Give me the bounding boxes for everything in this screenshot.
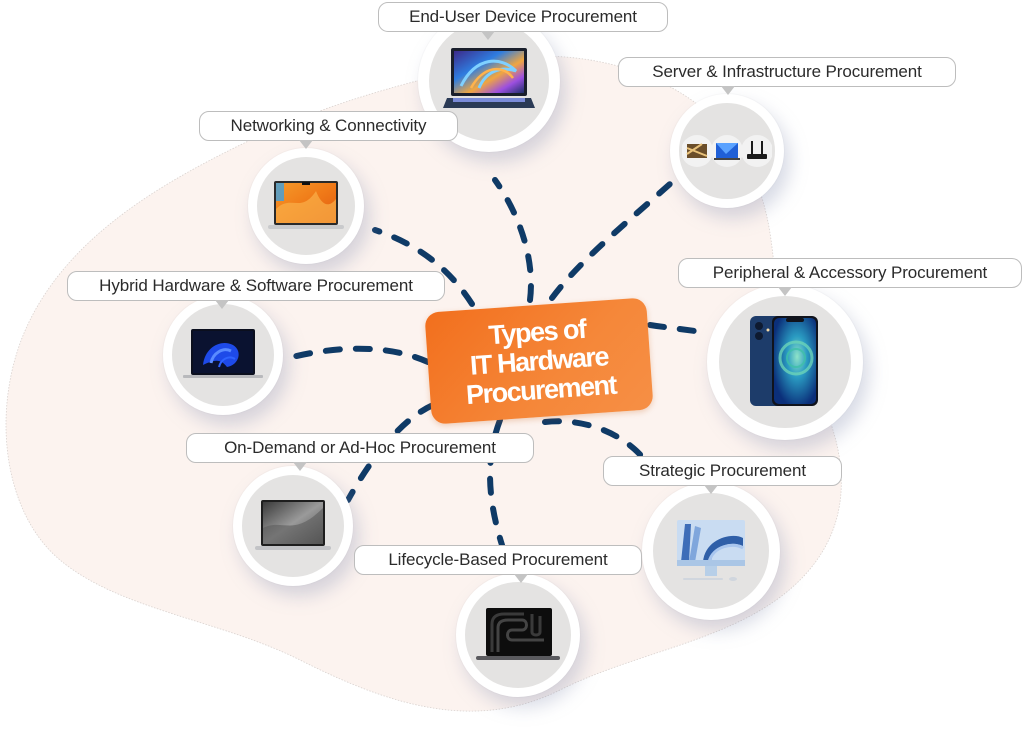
smartphone-icon — [750, 316, 818, 406]
connector-hybrid — [285, 345, 431, 365]
label-networking: Networking & Connectivity — [199, 111, 458, 149]
center-title-box: Types of IT Hardware Procurement — [424, 297, 654, 425]
label-peripheral: Peripheral & Accessory Procurement — [678, 258, 1022, 296]
node-networking — [248, 148, 364, 264]
node-on-demand — [233, 466, 353, 586]
laptop-orange-wallpaper-icon — [268, 181, 344, 229]
node-peripheral — [707, 284, 863, 440]
label-strategic-text: Strategic Procurement — [638, 461, 807, 480]
label-pointer — [704, 485, 718, 494]
server-devices-router-icon — [682, 135, 772, 167]
label-pointer — [293, 462, 307, 471]
label-on-demand-text: On-Demand or Ad-Hoc Procurement — [224, 438, 496, 457]
label-server-text: Server & Infrastructure Procurement — [652, 62, 922, 81]
label-pointer — [514, 574, 528, 583]
label-on-demand: On-Demand or Ad-Hoc Procurement — [186, 433, 534, 471]
center-title: Types of IT Hardware Procurement — [465, 313, 617, 410]
laptop-blue-bloom-icon — [183, 329, 263, 378]
label-end-user: End-User Device Procurement — [378, 2, 668, 40]
connector-networking — [372, 227, 475, 307]
label-end-user-text: End-User Device Procurement — [409, 7, 637, 26]
node-lifecycle — [456, 573, 580, 697]
label-lifecycle: Lifecycle-Based Procurement — [354, 545, 642, 583]
label-pointer — [299, 140, 313, 149]
connector-end-user — [492, 177, 534, 303]
label-pointer — [481, 31, 495, 40]
label-server: Server & Infrastructure Procurement — [618, 57, 956, 95]
node-end-user — [418, 10, 560, 152]
label-hybrid: Hybrid Hardware & Software Procurement — [67, 271, 445, 309]
node-hybrid — [163, 295, 283, 415]
connector-server — [549, 172, 683, 301]
connector-peripheral — [647, 322, 711, 336]
label-lifecycle-text: Lifecycle-Based Procurement — [388, 550, 608, 569]
laptop-colorful-swirl-icon — [443, 48, 535, 108]
label-pointer — [778, 287, 792, 296]
desktop-monitor-icon — [677, 520, 745, 581]
connector-strategic — [542, 418, 648, 463]
label-pointer — [215, 300, 229, 309]
node-strategic — [642, 482, 780, 620]
label-peripheral-text: Peripheral & Accessory Procurement — [712, 263, 988, 282]
laptop-black-icon — [476, 608, 560, 660]
node-server — [670, 94, 784, 208]
label-strategic: Strategic Procurement — [603, 456, 842, 494]
label-networking-text: Networking & Connectivity — [230, 116, 427, 135]
label-hybrid-text: Hybrid Hardware & Software Procurement — [99, 276, 413, 295]
laptop-silver-icon — [255, 500, 331, 550]
label-pointer — [721, 86, 735, 95]
